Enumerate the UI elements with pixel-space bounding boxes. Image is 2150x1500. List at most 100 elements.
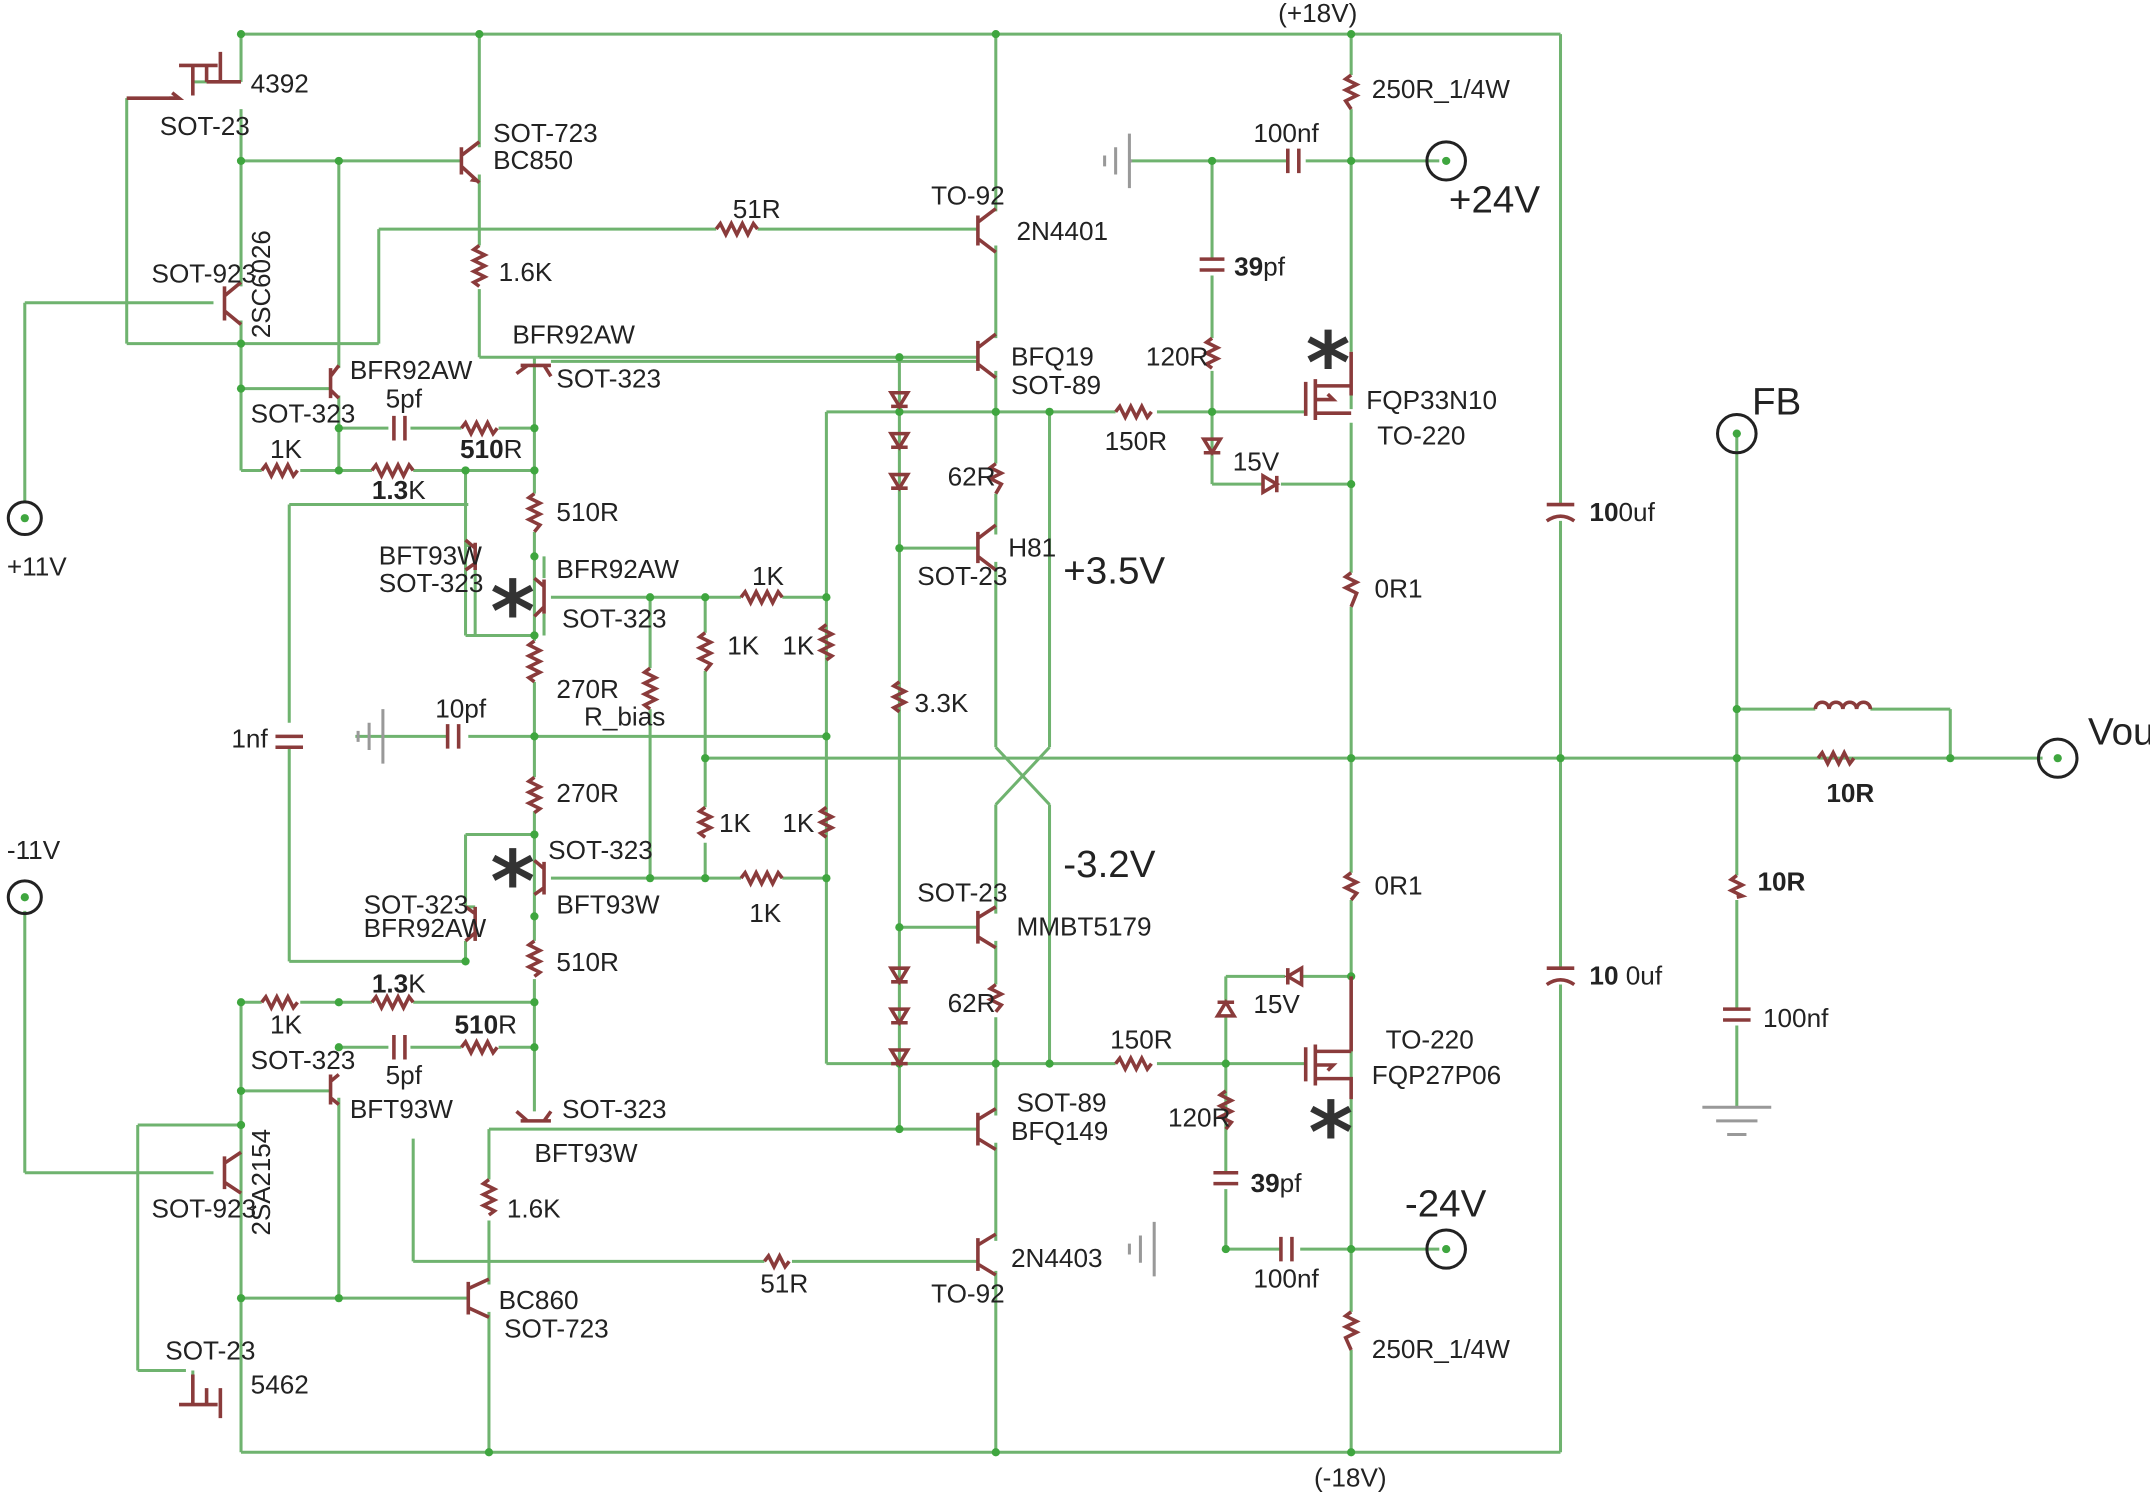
r-1k-b-label: 1K [270, 1010, 303, 1040]
r-10-out-label: 10R [1826, 778, 1874, 808]
c-5p-bot-label: 5pf [386, 1060, 423, 1090]
r-510-d-label: 510R [455, 1010, 518, 1040]
q-bfr92aw-b-pkg: SOT-323 [556, 363, 661, 393]
q-fqp27p06-pkg: TO-220 [1386, 1025, 1474, 1055]
r-51-top-label: 51R [733, 194, 781, 224]
q-2n4403-part: 2N4403 [1011, 1243, 1103, 1273]
q-4392-part: 4392 [251, 69, 309, 99]
q-h81-part: H81 [1008, 532, 1056, 562]
q-5462-pkg: SOT-23 [165, 1336, 255, 1366]
r-62-bot-label: 62R [948, 988, 996, 1018]
q-2n4401-part: 2N4401 [1016, 216, 1108, 246]
port-in-pos-label: +11V [7, 552, 67, 582]
q-bfr92aw-c-pkg: SOT-323 [562, 603, 667, 633]
resistor-symbols [260, 73, 1856, 1351]
zener-bot-label: 15V [1253, 989, 1300, 1019]
q-2n4403-pkg: TO-92 [931, 1278, 1005, 1308]
q-bfr92aw-d-pkg: SOT-323 [364, 890, 469, 920]
q-2sa2154-part: 2SA2154 [246, 1129, 276, 1236]
q-bfq149-pkg: SOT-89 [1016, 1087, 1106, 1117]
q-mmbt5179-part: MMBT5179 [1016, 912, 1151, 942]
q-bfq149-part: BFQ149 [1011, 1116, 1108, 1146]
capacitor-symbols [275, 148, 1873, 1262]
c-100n-top-label: 100nf [1253, 118, 1319, 148]
terminal-in-neg [6, 879, 43, 916]
star-marker-lower-pair: * [490, 833, 535, 932]
q-bft93w-d-pkg: SOT-323 [562, 1094, 667, 1124]
wires [23, 32, 2043, 1454]
port-sup-neg-label: -24V [1405, 1183, 1487, 1226]
star-marker-upper-pair: * [490, 563, 535, 662]
q-bft93w-b-part: BFT93W [556, 890, 660, 920]
r-13k-a-label: 1.3K [372, 475, 426, 505]
q-4392-pkg: SOT-23 [160, 111, 250, 141]
r-1k-4-label: 1K [719, 808, 752, 838]
q-bft93w-d-part: BFT93W [534, 1138, 638, 1168]
r-1k-3-label: 1K [782, 631, 815, 661]
q-2n4401-pkg: TO-92 [931, 181, 1005, 211]
c-10p-label: 10pf [435, 693, 487, 723]
q-bfr92aw-b-part: BFR92AW [512, 320, 635, 350]
terminal-out [2036, 737, 2079, 779]
terminal-symbols [6, 140, 2079, 1270]
node-upper-voltage: +3.5V [1063, 550, 1165, 593]
rail-pos-label: (+18V) [1278, 0, 1357, 28]
r-1k-2-label: 1K [727, 631, 760, 661]
port-fb-label: FB [1752, 381, 1801, 424]
q-bfr92aw-c-part: BFR92AW [556, 554, 679, 584]
q-bfr92aw-a-part: BFR92AW [350, 355, 473, 385]
c-1n-label: 1nf [231, 723, 268, 753]
q-bft93w-c-part: BFT93W [350, 1094, 454, 1124]
r-62-top-label: 62R [948, 462, 996, 492]
r-150-top-label: 150R [1105, 426, 1168, 456]
terminal-in-pos [6, 500, 43, 537]
c-100n-bot-label: 100nf [1253, 1263, 1319, 1293]
c-39-bot-unit: pf [1280, 1168, 1303, 1198]
c-39-top-value: 39 [1234, 252, 1263, 282]
zener-top-label: 15V [1233, 447, 1280, 477]
q-bfq19-part: BFQ19 [1011, 342, 1094, 372]
r-bias-label: R_bias [584, 702, 665, 732]
r-1k-5-label: 1K [782, 808, 815, 838]
terminal-sup-neg [1425, 1228, 1467, 1270]
r-0r1-bot-label: 0R1 [1375, 871, 1423, 901]
q-2sc6026-part: 2SC6026 [246, 230, 276, 338]
r-250-bot-label: 250R_1/4W [1372, 1334, 1511, 1364]
c-100u-bot-unit: 0uf [1619, 961, 1663, 991]
c-39-bot-value: 39 [1251, 1168, 1280, 1198]
terminal-fb [1716, 413, 1758, 455]
q-bfq19-pkg: SOT-89 [1011, 370, 1101, 400]
c-39-bot-label: 39pf [1251, 1168, 1303, 1198]
r-270-a-label: 270R [556, 674, 619, 704]
ground-symbols [356, 133, 1772, 1277]
q-mmbt5179-pkg: SOT-23 [917, 877, 1007, 907]
q-h81-pkg: SOT-23 [917, 561, 1007, 591]
q-fqp33n10-pkg: TO-220 [1377, 421, 1465, 451]
r-250-top-label: 250R_1/4W [1372, 74, 1511, 104]
c-39-top-unit: pf [1263, 252, 1286, 282]
q-bft93w-a-part: BFT93W [379, 541, 483, 571]
q-bft93w-c-pkg: SOT-323 [251, 1045, 356, 1075]
r-510-b-label: 510R [556, 497, 619, 527]
r-10-shunt-label: 10R [1757, 867, 1805, 897]
c-100n-out-label: 100nf [1763, 1003, 1829, 1033]
transistor-symbols [126, 51, 1353, 1419]
diode-symbols [887, 390, 1304, 1068]
r-510-a-label: 510R [460, 434, 523, 464]
node-lower-voltage: -3.2V [1063, 843, 1156, 886]
c-100u-top-value: 10 [1589, 497, 1618, 527]
q-bc860-pkg: SOT-723 [504, 1314, 609, 1344]
r-120-bot-label: 120R [1168, 1102, 1231, 1132]
r-1k-a-label: 1K [270, 434, 303, 464]
q-5462-part: 5462 [251, 1370, 309, 1400]
r-270-b-label: 270R [556, 778, 619, 808]
star-marker-pmos: * [1308, 1084, 1353, 1183]
c-100u-top-unit: 0uf [1619, 497, 1656, 527]
r-16k-bot-label: 1.6K [507, 1194, 561, 1224]
labels: (+18V) (-18V) +11V -11V +24V -24V FB Vou… [7, 0, 2150, 1492]
r-120-top-label: 120R [1146, 342, 1209, 372]
port-out-label: Vout [2088, 711, 2150, 754]
q-2sc6026-pkg: SOT-923 [152, 258, 257, 288]
q-2sa2154-pkg: SOT-923 [152, 1194, 257, 1224]
